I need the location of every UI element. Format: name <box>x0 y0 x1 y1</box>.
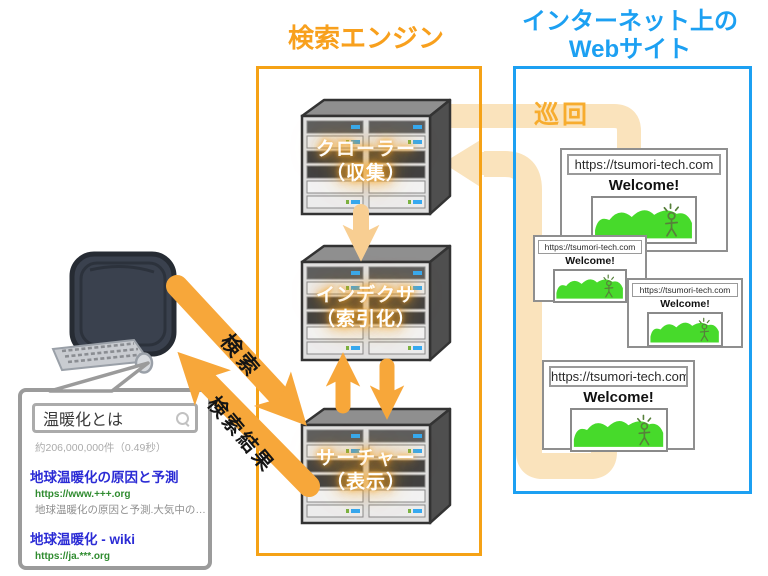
site-image <box>569 408 668 452</box>
result-snippet: 地球温暖化の原因と予測.大気中の… <box>35 504 206 516</box>
magnifier-icon <box>176 411 189 425</box>
crawl-label: 巡回 <box>534 101 591 129</box>
search-results-popup: 温暖化とは 約206,000,000件（0.49秒） 地球温暖化の原因と予測 h… <box>18 388 212 570</box>
crawler-server: クローラー （収集） <box>298 98 454 216</box>
result-url: https://www.+++.org <box>35 489 131 500</box>
result-url: https://ja.***.org <box>35 551 111 562</box>
url-bar: https://tsumori-tech.com <box>567 154 721 175</box>
crawler-name: クローラー <box>315 139 416 160</box>
result-title: 地球温暖化の原因と予測 <box>30 470 179 485</box>
searcher-server: サーチャー （表示） <box>298 407 454 525</box>
welcome-heading: Welcome! <box>660 298 710 310</box>
url-bar: https://tsumori-tech.com <box>538 240 642 254</box>
indexer-role: （索引化） <box>315 309 416 330</box>
crawler-role: （収集） <box>325 163 406 184</box>
webpage-card: https://tsumori-tech.com Welcome! <box>627 278 743 348</box>
crawler-label: クローラー （収集） <box>290 138 442 186</box>
url-bar: https://tsumori-tech.com <box>549 366 688 387</box>
search-input: 温暖化とは <box>32 403 198 433</box>
internet-title-line2: Webサイト <box>568 35 692 63</box>
welcome-heading: Welcome! <box>583 389 654 406</box>
webpage-card: https://tsumori-tech.com Welcome! <box>542 360 695 452</box>
result-title: 地球温暖化 - wiki <box>30 532 136 547</box>
site-image <box>647 312 723 347</box>
searcher-label: サーチャー （表示） <box>290 447 442 495</box>
result-stats: 約206,000,000件（0.49秒） <box>35 442 167 454</box>
searcher-role: （表示） <box>325 472 406 493</box>
search-engine-title: 検索エンジン <box>287 23 444 53</box>
searcher-name: サーチャー <box>316 448 416 469</box>
welcome-heading: Welcome! <box>565 255 615 267</box>
url-bar: https://tsumori-tech.com <box>632 283 738 297</box>
computer-icon <box>51 251 177 374</box>
indexer-name: インデクサ <box>315 285 416 306</box>
internet-title-line1: インターネット上の <box>522 8 738 35</box>
welcome-heading: Welcome! <box>608 177 680 194</box>
site-image <box>553 269 627 303</box>
internet-websites-title: インターネット上の Webサイト <box>510 8 750 63</box>
indexer-server: インデクサ （索引化） <box>298 244 454 362</box>
search-query-text: 温暖化とは <box>43 412 124 429</box>
indexer-label: インデクサ （索引化） <box>290 284 442 332</box>
